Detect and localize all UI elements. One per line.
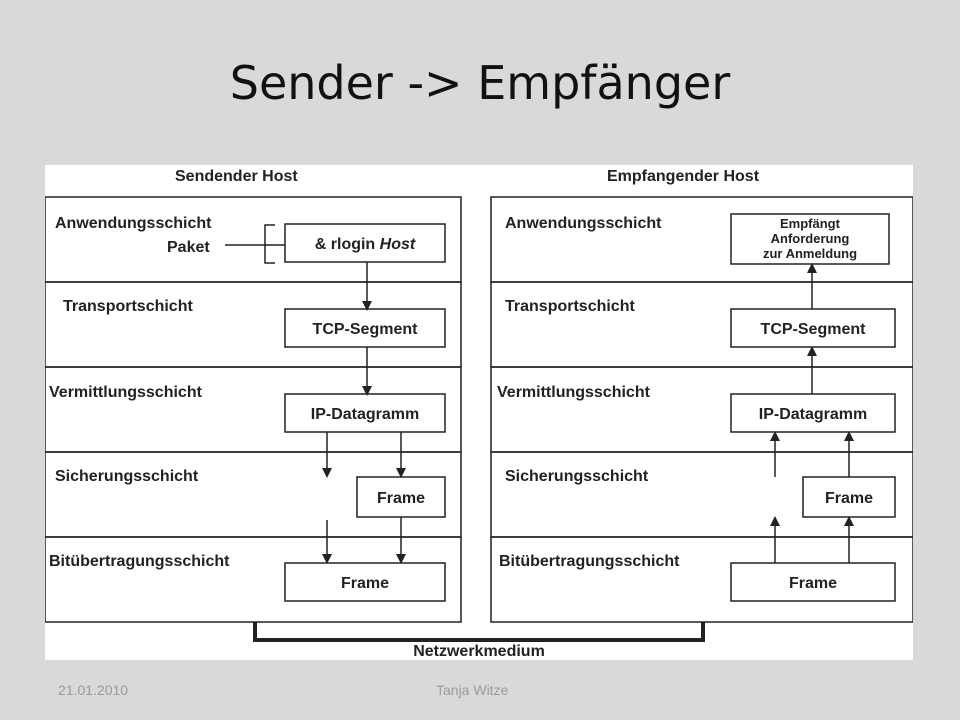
receiver-label-datalink: Sicherungsschicht (505, 468, 649, 485)
receiver-label-transport: Transportschicht (505, 298, 635, 315)
receiver-frame-datalink-text: Frame (825, 490, 873, 507)
footer-date: 21.01.2010 (58, 682, 129, 698)
receiver-app-line1: Empfängt (780, 216, 841, 231)
sender-frame-datalink-text: Frame (377, 490, 425, 507)
receiver-app-box (730, 213, 890, 265)
sender-ip-box (284, 393, 446, 433)
sender-stack (44, 196, 462, 623)
receiver-host-title: Empfangender Host (607, 168, 760, 185)
receiver-app-line3: zur Anmeldung (763, 246, 857, 261)
sender-app-box (284, 223, 446, 263)
sender-host-title: Sendender Host (175, 168, 298, 185)
receiver-label-application: Anwendungsschicht (505, 215, 662, 232)
receiver-label-network: Vermittlungsschicht (497, 384, 651, 401)
sender-label-physical: Bitübertragungsschicht (49, 553, 230, 570)
sender-frame-physical-box (284, 562, 446, 602)
sender-label-network: Vermittlungsschicht (49, 384, 203, 401)
network-medium-line (253, 622, 705, 642)
receiver-tcp-text: TCP-Segment (761, 321, 867, 338)
receiver-app-line2: Anforderung (771, 231, 850, 246)
receiver-ip-box (730, 393, 896, 433)
sender-tcp-box (284, 308, 446, 348)
footer-author: Tanja Witze (436, 682, 509, 698)
sender-arrows (322, 262, 406, 564)
receiver-boxes (730, 213, 896, 602)
sender-tcp-text: TCP-Segment (313, 321, 419, 338)
sender-label-application: Anwendungsschicht (55, 215, 212, 232)
sender-ip-text: IP-Datagramm (311, 406, 419, 423)
receiver-tcp-box (730, 308, 896, 348)
sender-frame-physical-text: Frame (341, 575, 389, 592)
sender-app-text: & rlogin Host (315, 236, 416, 253)
sender-paket-label: Paket (167, 239, 210, 256)
sender-label-datalink: Sicherungsschicht (55, 468, 199, 485)
receiver-frame-physical-box (730, 562, 896, 602)
paket-bracket (225, 224, 285, 264)
receiver-label-physical: Bitübertragungsschicht (499, 553, 680, 570)
receiver-frame-physical-text: Frame (789, 575, 837, 592)
sender-label-transport: Transportschicht (63, 298, 193, 315)
network-layers-diagram: Sendender Host Empfangender Host Anwendu… (44, 165, 914, 660)
network-medium-label: Netzwerkmedium (413, 643, 545, 660)
receiver-ip-text: IP-Datagramm (759, 406, 867, 423)
sender-boxes (284, 223, 446, 602)
receiver-arrows (770, 263, 854, 563)
slide-title: Sender -> Empfänger (229, 56, 731, 110)
